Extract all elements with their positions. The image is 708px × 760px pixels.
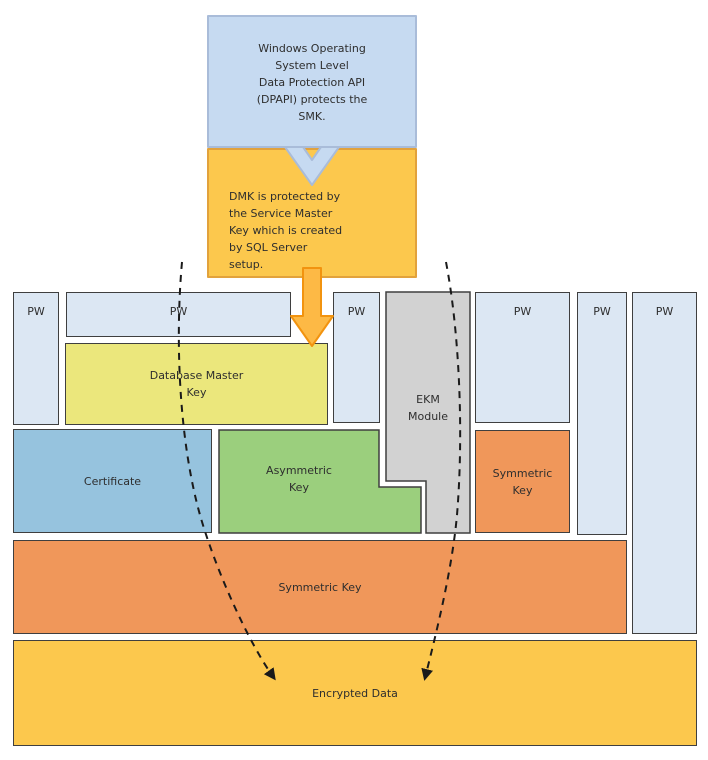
asymmetric-key-label: Asymmetric Key: [266, 464, 332, 494]
encrypted-data-band: Encrypted Data: [13, 640, 697, 746]
database-master-key-box: Database Master Key: [65, 343, 328, 425]
dmk-callout: DMK is protected by the Service Master K…: [207, 148, 417, 278]
pw-box-4: PW: [475, 292, 570, 423]
pw-box-3: PW: [333, 292, 380, 423]
pw-box-5: PW: [577, 292, 627, 535]
encrypted-data-label: Encrypted Data: [312, 686, 398, 700]
pw-box-1: PW: [13, 292, 59, 425]
ekm-module-label: EKM Module: [408, 393, 448, 423]
symmetric-key-band: Symmetric Key: [13, 540, 627, 634]
pw-label: PW: [655, 305, 674, 318]
symmetric-key-label: Symmetric Key: [492, 466, 553, 497]
dpapi-callout: Windows Operating System Level Data Prot…: [207, 15, 417, 148]
pw-label: PW: [513, 305, 532, 318]
pw-label: PW: [27, 305, 45, 318]
dmk-callout-text: DMK is protected by the Service Master K…: [229, 190, 343, 271]
symmetric-key-box: Symmetric Key: [475, 430, 570, 533]
symmetric-key-band-label: Symmetric Key: [278, 580, 362, 594]
dpapi-callout-text: Windows Operating System Level Data Prot…: [256, 42, 368, 123]
certificate-box: Certificate: [13, 429, 212, 533]
pw-box-6: PW: [632, 292, 697, 634]
pw-label: PW: [347, 305, 366, 318]
pw-label: PW: [593, 305, 611, 318]
pw-label: PW: [169, 305, 188, 318]
database-master-key-label: Database Master Key: [149, 369, 244, 399]
pw-box-2: PW: [66, 292, 291, 337]
certificate-label: Certificate: [83, 474, 142, 488]
